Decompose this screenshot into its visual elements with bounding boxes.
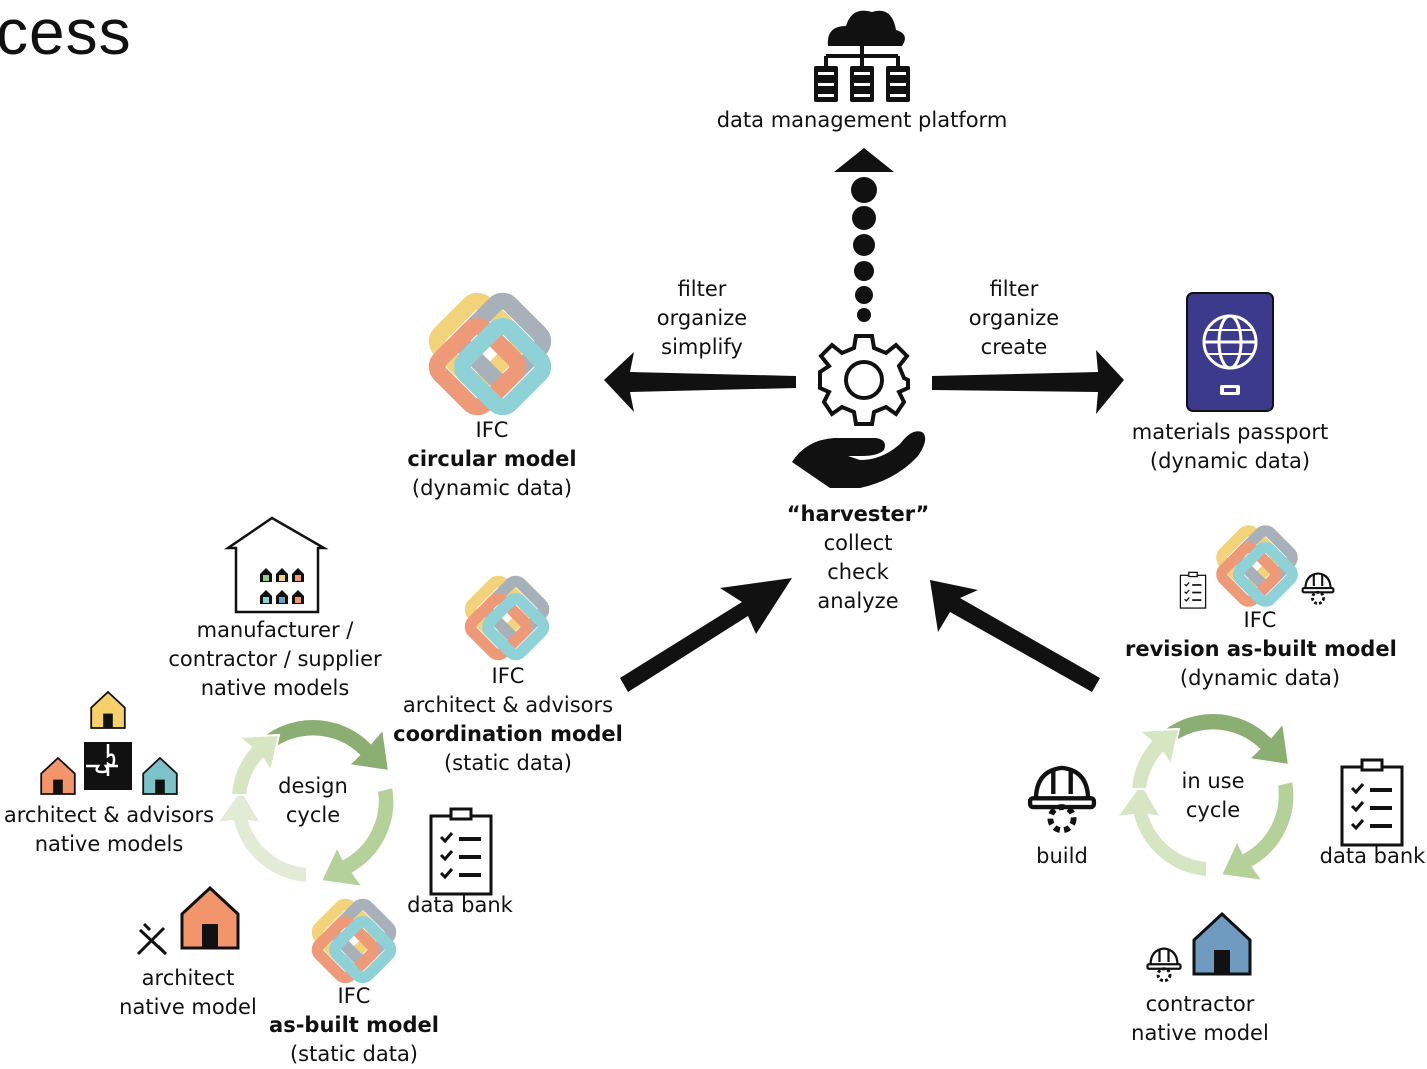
circular-model-note: (dynamic data)	[411, 476, 573, 500]
coordination-model-note: (static data)	[443, 751, 573, 775]
in-use-cycle-icon	[1114, 711, 1296, 883]
clipboard-icon-left	[429, 807, 493, 896]
ifc-as-built-model-icon	[315, 902, 394, 981]
left-arrow-label: filter organize simplify	[642, 275, 762, 362]
coordination-model-format: IFC	[491, 664, 525, 688]
coordination-model-name: coordination model	[393, 722, 623, 746]
data-management-platform-label: data management platform	[716, 108, 1008, 132]
circular-model-format: IFC	[475, 418, 509, 442]
right-arrow-line: organize	[968, 306, 1060, 330]
as-built-model-name: as-built model	[269, 1013, 439, 1037]
design-cycle-label: design cycle	[263, 772, 363, 830]
cloud-server-icon	[814, 10, 910, 102]
as-built-model-note: (static data)	[289, 1042, 419, 1066]
revision-model-note: (dynamic data)	[1179, 666, 1341, 690]
materials-passport-label: materials passport (dynamic data)	[1120, 418, 1340, 476]
contractor-line: contractor	[1145, 992, 1255, 1016]
hand-icon	[792, 431, 926, 488]
gear-icon	[818, 334, 910, 426]
design-cycle-line: cycle	[285, 803, 341, 827]
circular-model-name: circular model	[407, 447, 577, 471]
architect-house-icon	[136, 886, 240, 956]
in-use-cycle-label: in use cycle	[1163, 767, 1263, 825]
contractor-label: contractor native model	[1120, 990, 1280, 1048]
ifc-circular-model-icon	[433, 297, 547, 411]
revision-model-format: IFC	[1243, 608, 1277, 632]
coordination-model-owner: architect & advisors	[402, 693, 614, 717]
architect-advisors-label: architect & advisors native models	[0, 801, 218, 859]
data-bank-left-label: data bank	[407, 893, 513, 917]
architect-label: architect native model	[108, 964, 268, 1022]
arrow-left	[604, 352, 796, 412]
contractor-house-icon	[1146, 912, 1252, 983]
build-label: build	[1036, 844, 1088, 868]
materials-passport-note: (dynamic data)	[1149, 449, 1311, 473]
ifc-coordination-model-icon	[468, 579, 547, 658]
left-arrow-line: organize	[656, 306, 748, 330]
architect-line: native model	[119, 995, 257, 1019]
data-bank-right-label: data bank	[1319, 844, 1426, 868]
title-fragment: cess	[0, 0, 132, 68]
manufacturer-line: native models	[200, 676, 350, 700]
left-arrow-line: simplify	[661, 335, 743, 359]
clipboard-icon-small	[1179, 571, 1207, 609]
manufacturer-line: manufacturer /	[196, 618, 354, 642]
in-use-cycle-line: in use	[1181, 769, 1245, 793]
architect-advisors-line: architect & advisors	[3, 803, 215, 827]
helmet-icon-small	[1301, 572, 1335, 605]
harvester-line: collect	[823, 531, 893, 555]
architect-advisors-line: native models	[34, 832, 184, 856]
harvester-label: “harvester” collect check analyze	[778, 500, 938, 616]
arrow-lower-left	[620, 578, 792, 692]
in-use-cycle-line: cycle	[1185, 798, 1241, 822]
building-icon	[223, 516, 329, 614]
revision-model-name: revision as-built model	[1125, 637, 1397, 661]
arrow-lower-right	[930, 580, 1100, 692]
arrow-right	[932, 350, 1124, 414]
clipboard-icon-right	[1340, 758, 1404, 847]
harvester-line: analyze	[817, 589, 899, 613]
right-arrow-line: filter	[989, 277, 1039, 301]
architect-line: architect	[141, 966, 235, 990]
ifc-revision-model-icon	[1219, 528, 1295, 604]
dotted-arrow-up	[834, 148, 894, 322]
harvester-line: check	[827, 560, 889, 584]
revision-model-label: IFC revision as-built model (dynamic dat…	[1125, 606, 1397, 693]
coordination-model-label: IFC architect & advisors coordination mo…	[388, 662, 628, 778]
right-arrow-line: create	[980, 335, 1048, 359]
houses-cluster-icon	[40, 691, 178, 795]
as-built-model-label: IFC as-built model (static data)	[264, 982, 444, 1069]
contractor-line: native model	[1131, 1021, 1269, 1045]
design-cycle-icon	[214, 717, 396, 889]
manufacturer-line: contractor / supplier	[168, 647, 382, 671]
harvester-title: “harvester”	[786, 502, 930, 526]
build-helmet-icon	[1030, 768, 1094, 830]
design-cycle-line: design	[278, 774, 348, 798]
as-built-model-format: IFC	[337, 984, 371, 1008]
passport-icon	[1186, 292, 1274, 412]
manufacturer-label: manufacturer / contractor / supplier nat…	[160, 616, 390, 703]
right-arrow-label: filter organize create	[954, 275, 1074, 362]
circular-model-label: IFC circular model (dynamic data)	[392, 416, 592, 503]
left-arrow-line: filter	[677, 277, 727, 301]
materials-passport-name: materials passport	[1131, 420, 1329, 444]
